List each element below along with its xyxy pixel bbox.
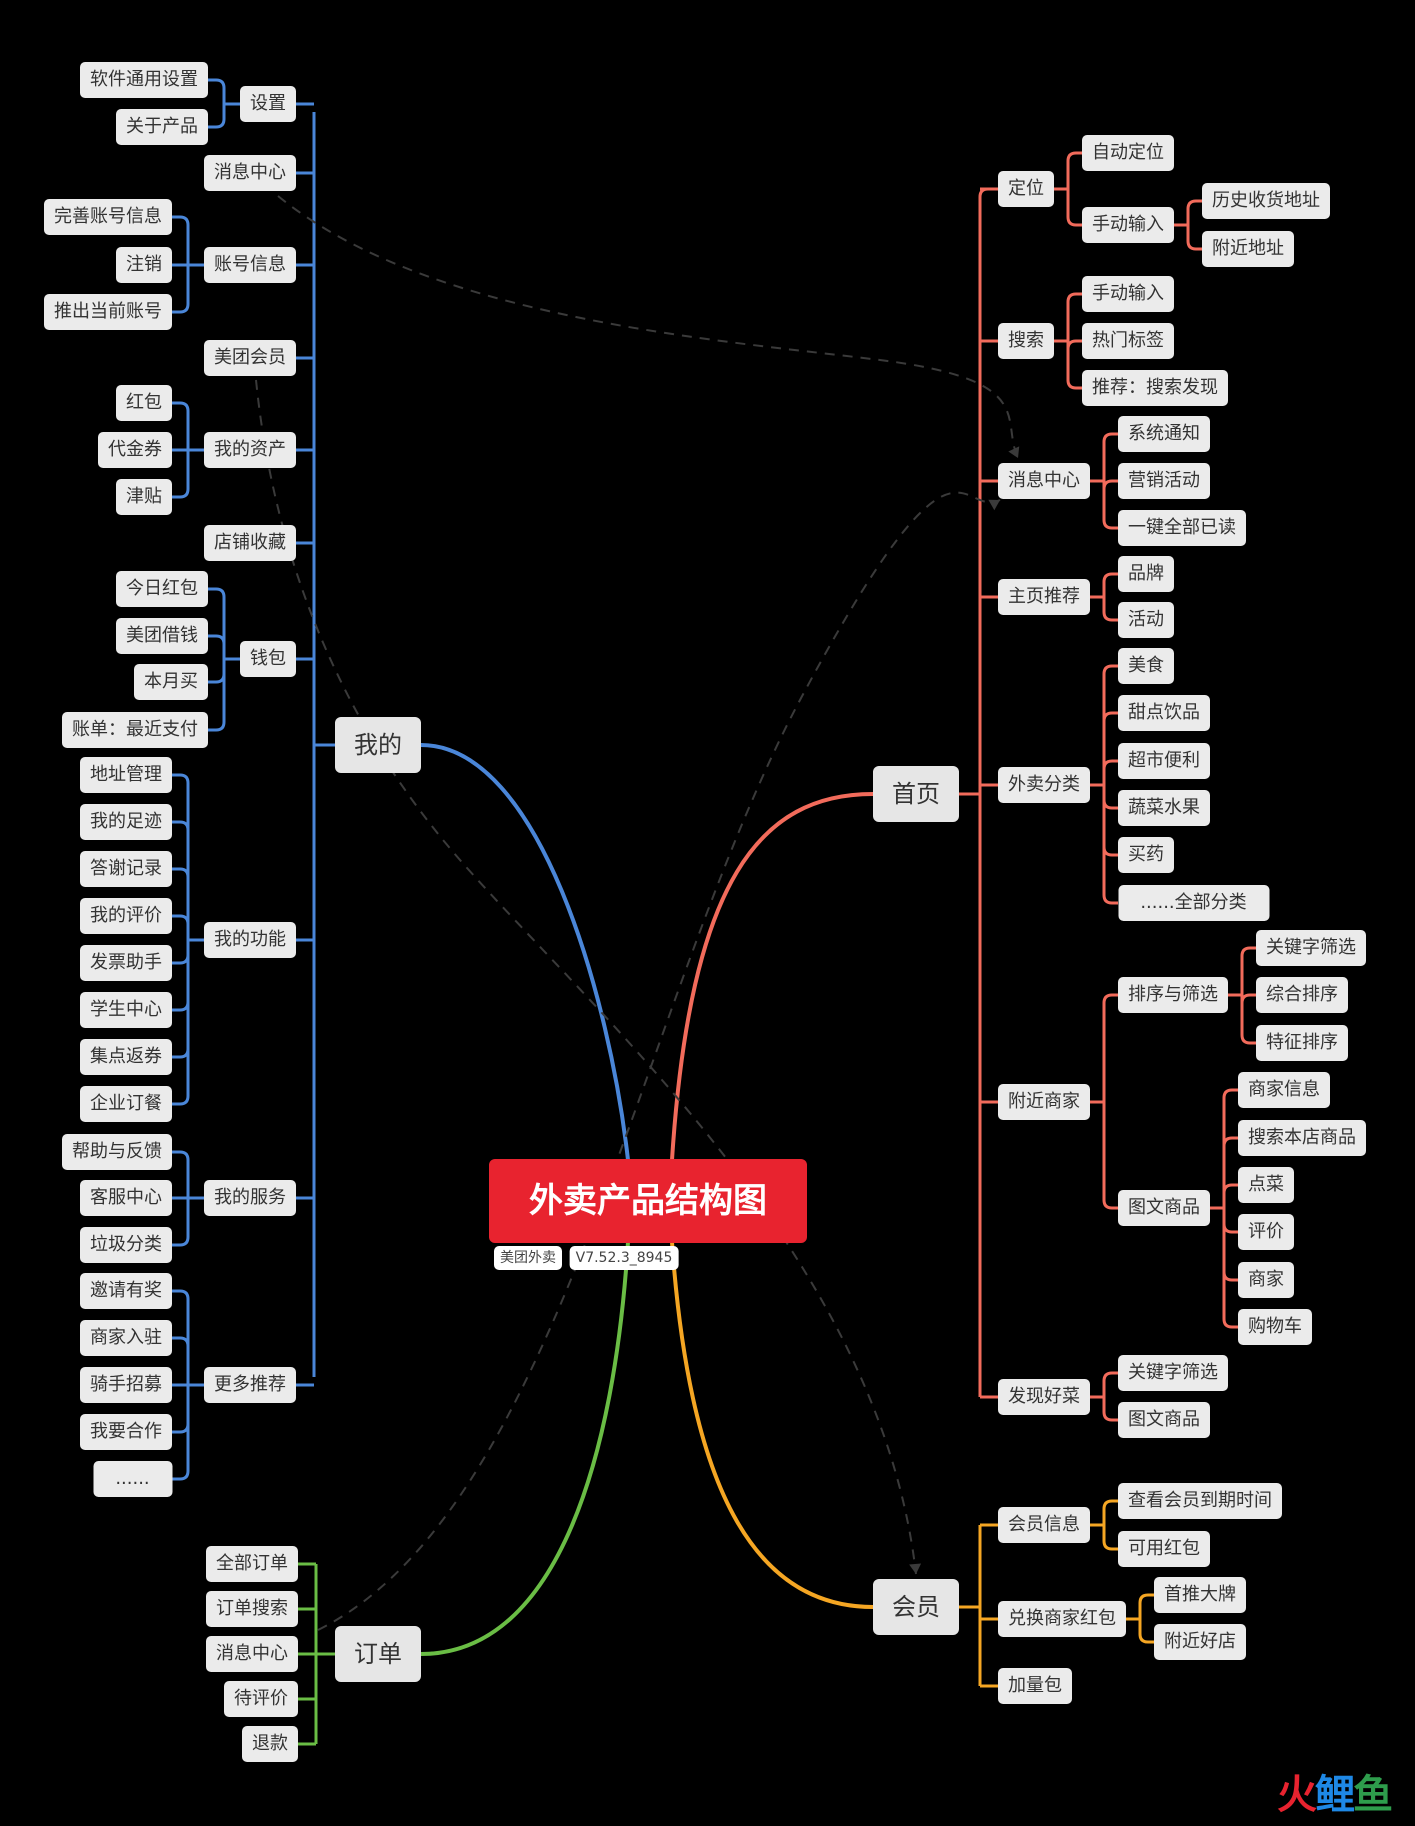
shouye-subitem[interactable]: 蔬菜水果 [1118, 790, 1210, 826]
shouye-leaf[interactable]: 评价 [1238, 1214, 1294, 1250]
shouye-leaf[interactable]: 综合排序 [1256, 977, 1348, 1013]
branch-wode[interactable]: 我的 [335, 717, 421, 773]
shouye-leaf[interactable]: 附近地址 [1202, 231, 1294, 267]
wode-item[interactable]: 钱包 [240, 641, 296, 677]
wode-subitem[interactable]: 集点返券 [80, 1039, 172, 1075]
shouye-subitem[interactable]: 图文商品 [1118, 1190, 1210, 1226]
wode-subitem[interactable]: 津贴 [116, 479, 172, 515]
dingdan-item[interactable]: 待评价 [224, 1681, 298, 1717]
watermark-logo: 火鲤鱼 [1277, 1772, 1393, 1818]
wode-subitem[interactable]: 答谢记录 [80, 851, 172, 887]
wode-subitem[interactable]: 推出当前账号 [44, 294, 172, 330]
shouye-item[interactable]: 搜索 [998, 323, 1054, 359]
wode-subitem[interactable]: 代金券 [98, 432, 172, 468]
shouye-leaf[interactable]: 商家 [1238, 1262, 1294, 1298]
shouye-leaf[interactable]: 购物车 [1238, 1309, 1312, 1345]
wode-subitem[interactable]: 学生中心 [80, 992, 172, 1028]
shouye-leaf[interactable]: 搜索本店商品 [1238, 1120, 1366, 1156]
root-node[interactable]: 外卖产品结构图 [489, 1159, 807, 1243]
shouye-subitem[interactable]: 热门标签 [1082, 323, 1174, 359]
wode-subitem[interactable]: 商家入驻 [80, 1320, 172, 1356]
wode-subitem[interactable]: ...... [93, 1461, 172, 1497]
huiyuan-subitem[interactable]: 可用红包 [1118, 1531, 1210, 1567]
wode-subitem[interactable]: 邀请有奖 [80, 1273, 172, 1309]
shouye-item[interactable]: 外卖分类 [998, 767, 1090, 803]
shouye-subitem[interactable]: 图文商品 [1118, 1402, 1210, 1438]
wode-subitem[interactable]: 关于产品 [116, 109, 208, 145]
app-name-tag: 美团外卖 [494, 1246, 562, 1270]
wode-subitem[interactable]: 骑手招募 [80, 1367, 172, 1403]
shouye-item[interactable]: 附近商家 [998, 1084, 1090, 1120]
huiyuan-subitem[interactable]: 首推大牌 [1154, 1577, 1246, 1613]
dingdan-item[interactable]: 退款 [242, 1726, 298, 1762]
branch-huiyuan[interactable]: 会员 [873, 1579, 959, 1635]
wode-subitem[interactable]: 客服中心 [80, 1180, 172, 1216]
shouye-subitem[interactable]: 手动输入 [1082, 207, 1174, 243]
wode-subitem[interactable]: 我要合作 [80, 1414, 172, 1450]
wode-item[interactable]: 我的服务 [204, 1180, 296, 1216]
wode-subitem[interactable]: 账单：最近支付 [62, 712, 208, 748]
branch-dingdan[interactable]: 订单 [335, 1626, 421, 1682]
huiyuan-item[interactable]: 加量包 [998, 1668, 1072, 1704]
shouye-leaf[interactable]: 历史收货地址 [1202, 183, 1330, 219]
dingdan-item[interactable]: 订单搜索 [206, 1591, 298, 1627]
wode-item[interactable]: 我的资产 [204, 432, 296, 468]
wode-subitem[interactable]: 软件通用设置 [80, 62, 208, 98]
wode-subitem[interactable]: 地址管理 [80, 757, 172, 793]
shouye-subitem[interactable]: 品牌 [1118, 556, 1174, 592]
wode-item[interactable]: 店铺收藏 [204, 525, 296, 561]
shouye-leaf[interactable]: 特征排序 [1256, 1025, 1348, 1061]
wode-subitem[interactable]: 帮助与反馈 [62, 1134, 172, 1170]
wode-subitem[interactable]: 我的足迹 [80, 804, 172, 840]
wode-subitem[interactable]: 本月买 [134, 664, 208, 700]
wode-subitem[interactable]: 今日红包 [116, 571, 208, 607]
shouye-subitem[interactable]: 超市便利 [1118, 743, 1210, 779]
shouye-subitem[interactable]: 关键字筛选 [1118, 1355, 1228, 1391]
shouye-item[interactable]: 消息中心 [998, 463, 1090, 499]
shouye-subitem[interactable]: 活动 [1118, 602, 1174, 638]
shouye-subitem[interactable]: ......全部分类 [1118, 885, 1269, 921]
shouye-leaf[interactable]: 关键字筛选 [1256, 930, 1366, 966]
shouye-leaf[interactable]: 商家信息 [1238, 1072, 1330, 1108]
version-tag: V7.52.3_8945 [569, 1246, 679, 1270]
shouye-subitem[interactable]: 系统通知 [1118, 416, 1210, 452]
shouye-item[interactable]: 定位 [998, 171, 1054, 207]
shouye-item[interactable]: 发现好菜 [998, 1379, 1090, 1415]
shouye-leaf[interactable]: 点菜 [1238, 1167, 1294, 1203]
huiyuan-item[interactable]: 兑换商家红包 [998, 1601, 1126, 1637]
shouye-item[interactable]: 主页推荐 [998, 579, 1090, 615]
shouye-subitem[interactable]: 美食 [1118, 648, 1174, 684]
huiyuan-subitem[interactable]: 查看会员到期时间 [1118, 1483, 1282, 1519]
dingdan-item[interactable]: 消息中心 [206, 1636, 298, 1672]
huiyuan-item[interactable]: 会员信息 [998, 1507, 1090, 1543]
branch-shouye[interactable]: 首页 [873, 766, 959, 822]
wode-item[interactable]: 我的功能 [204, 922, 296, 958]
wode-subitem[interactable]: 注销 [116, 247, 172, 283]
shouye-subitem[interactable]: 手动输入 [1082, 276, 1174, 312]
shouye-subitem[interactable]: 排序与筛选 [1118, 977, 1228, 1013]
wode-item[interactable]: 更多推荐 [204, 1367, 296, 1403]
wode-item[interactable]: 设置 [240, 86, 296, 122]
wode-item[interactable]: 美团会员 [204, 340, 296, 376]
wode-item[interactable]: 账号信息 [204, 247, 296, 283]
shouye-subitem[interactable]: 营销活动 [1118, 463, 1210, 499]
wode-subitem[interactable]: 企业订餐 [80, 1086, 172, 1122]
dingdan-item[interactable]: 全部订单 [206, 1546, 298, 1582]
wode-subitem[interactable]: 我的评价 [80, 898, 172, 934]
wode-subitem[interactable]: 垃圾分类 [80, 1227, 172, 1263]
wode-subitem[interactable]: 红包 [116, 385, 172, 421]
shouye-subitem[interactable]: 自动定位 [1082, 135, 1174, 171]
shouye-subitem[interactable]: 甜点饮品 [1118, 695, 1210, 731]
wode-subitem[interactable]: 美团借钱 [116, 618, 208, 654]
shouye-subitem[interactable]: 推荐：搜索发现 [1082, 370, 1228, 406]
wode-subitem[interactable]: 发票助手 [80, 945, 172, 981]
wode-item[interactable]: 消息中心 [204, 155, 296, 191]
shouye-subitem[interactable]: 一键全部已读 [1118, 510, 1246, 546]
huiyuan-subitem[interactable]: 附近好店 [1154, 1624, 1246, 1660]
shouye-subitem[interactable]: 买药 [1118, 837, 1174, 873]
wode-subitem[interactable]: 完善账号信息 [44, 199, 172, 235]
